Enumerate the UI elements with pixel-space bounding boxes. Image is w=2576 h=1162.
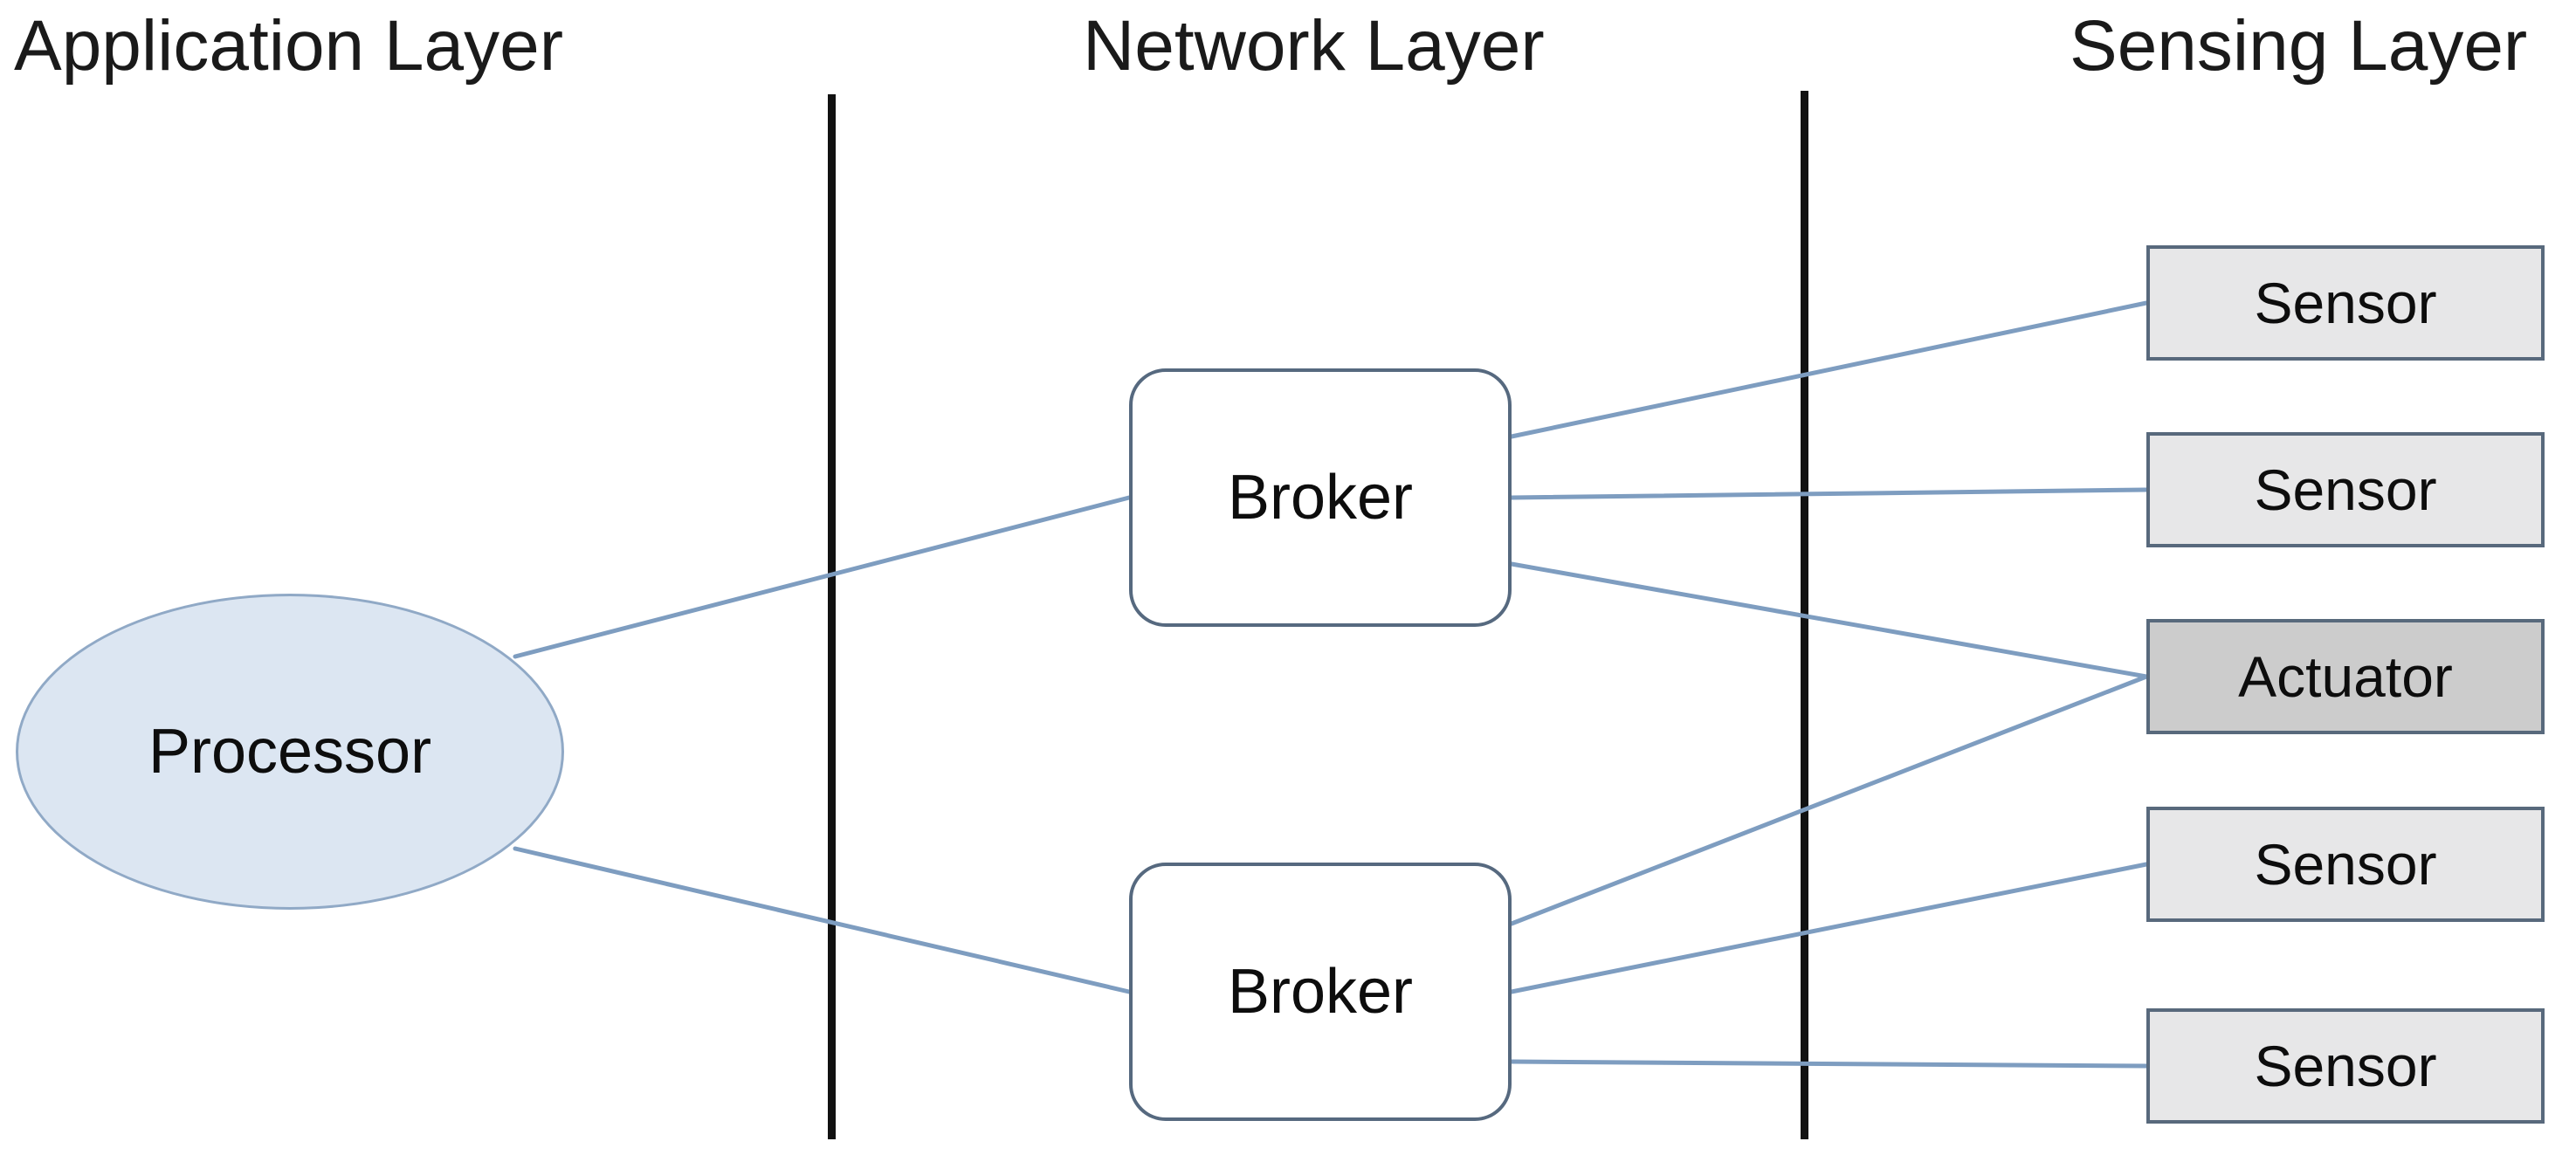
- node-sensor-4[interactable]: Sensor: [2146, 1008, 2545, 1124]
- node-sensor-3-label: Sensor: [2254, 832, 2437, 897]
- node-sensor-1-label: Sensor: [2254, 271, 2437, 335]
- edge-broker-2-sensor-4: [1509, 1059, 2149, 1069]
- node-actuator-label: Actuator: [2238, 644, 2453, 709]
- layer-title-application: Application Layer: [14, 6, 564, 86]
- layer-title-sensing: Sensing Layer: [2070, 6, 2528, 86]
- edge-broker-2-actuator: [1509, 674, 2149, 926]
- node-sensor-1[interactable]: Sensor: [2146, 245, 2545, 361]
- node-actuator[interactable]: Actuator: [2146, 619, 2545, 734]
- layer-divider-application-network: [828, 94, 836, 1139]
- node-processor[interactable]: Processor: [16, 594, 564, 910]
- node-broker-1-label: Broker: [1227, 463, 1414, 533]
- node-sensor-2-label: Sensor: [2254, 457, 2437, 522]
- node-processor-label: Processor: [148, 717, 432, 787]
- node-broker-2[interactable]: Broker: [1129, 863, 1512, 1121]
- edge-processor-broker-1: [513, 495, 1132, 659]
- edge-broker-1-actuator: [1509, 561, 2149, 679]
- node-sensor-3[interactable]: Sensor: [2146, 807, 2545, 922]
- node-broker-2-label: Broker: [1227, 957, 1414, 1027]
- edge-processor-broker-2: [513, 846, 1132, 994]
- node-sensor-2[interactable]: Sensor: [2146, 432, 2545, 547]
- node-broker-1[interactable]: Broker: [1129, 368, 1512, 627]
- edge-broker-1-sensor-2: [1509, 487, 2149, 500]
- node-sensor-4-label: Sensor: [2254, 1034, 2437, 1098]
- edge-broker-2-sensor-3: [1509, 862, 2149, 994]
- edge-broker-1-sensor-1: [1509, 300, 2149, 439]
- layer-title-network: Network Layer: [1083, 6, 1545, 86]
